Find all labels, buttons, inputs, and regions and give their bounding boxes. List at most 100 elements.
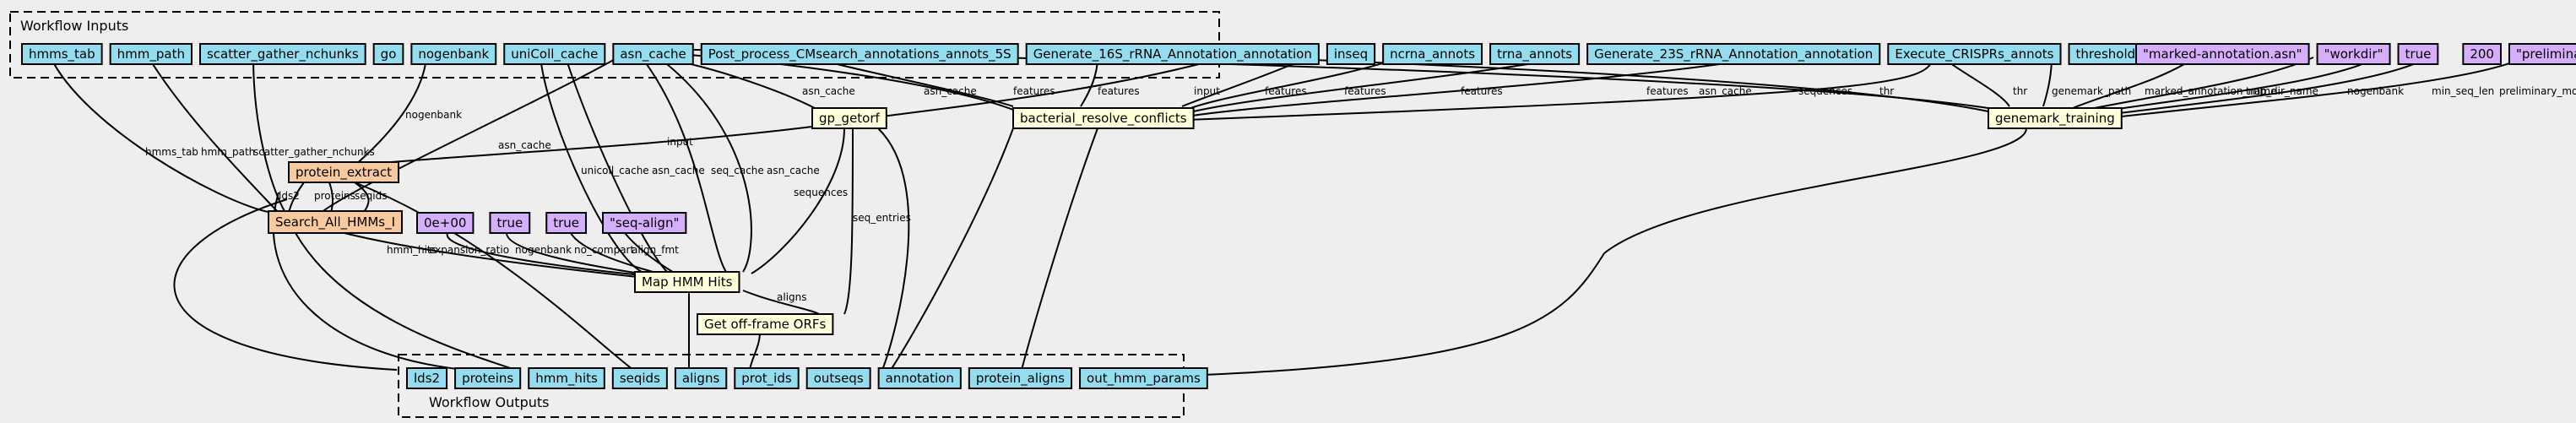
edge-label-marked: marked_annotation_name (2145, 85, 2276, 97)
output-lds2[interactable]: lds2 (406, 367, 448, 389)
input-go-label: go (381, 46, 397, 62)
edge-inseq-getorf (881, 57, 1225, 117)
edge-label-hmm-path: hmm_path (201, 146, 255, 158)
edge-label-expansion: expansion_ratio (429, 244, 509, 256)
constant-true-mid-1[interactable]: true (489, 212, 531, 234)
output-aligns[interactable]: aligns (674, 367, 728, 389)
constant-seq-align-mid-3[interactable]: "seq-align" (602, 212, 687, 234)
edge-label-lds2-a: lds2 (279, 190, 300, 202)
cluster-workflow-inputs: Workflow Inputs (9, 11, 1220, 79)
edge-label-asn-search: asn_cache (498, 139, 551, 151)
edge-label-asn-gm: asn_cache (1699, 85, 1752, 97)
constant-marked-annotation-asn-0[interactable]: "marked-annotation.asn" (2135, 43, 2310, 65)
output-seqids-label: seqids (620, 371, 660, 386)
constant-0e-00-mid-0[interactable]: 0e+00 (416, 212, 475, 234)
edge-label-prelim: preliminary_models_name (2499, 85, 2576, 97)
input-generate-23s-rrna-annotation-annotation-label: Generate_23S_rRNA_Annotation_annotation (1594, 46, 1873, 62)
edge-to-outseqs (877, 127, 910, 371)
output-outseqs[interactable]: outseqs (805, 367, 871, 389)
output-seqids[interactable]: seqids (611, 367, 668, 389)
edge-inseq-gm (1247, 57, 1989, 112)
output-hmm-hits[interactable]: hmm_hits (528, 367, 605, 389)
step-genemark-training[interactable]: genemark_training (1988, 107, 2123, 129)
input-go[interactable]: go (372, 43, 404, 65)
edge-label-protein-input: input (667, 136, 693, 148)
output-prot-ids[interactable]: prot_ids (734, 367, 800, 389)
input-post-process-cmsearch-annotations-annots-5s[interactable]: Post_process_CMsearch_annotations_annots… (700, 43, 1019, 65)
constant-seq-align-mid-3-label: "seq-align" (610, 215, 679, 230)
input-scatter-gather-nchunks[interactable]: scatter_gather_nchunks (198, 43, 366, 65)
input-unicoll-cache[interactable]: uniColl_cache (503, 43, 606, 65)
input-ncrna-annots-label: ncrna_annots (1390, 46, 1475, 62)
constant-true-2-label: true (2405, 46, 2432, 62)
input-inseq-label: inseq (1334, 46, 1368, 62)
constant-true-mid-2[interactable]: true (545, 212, 588, 234)
constant-workdir-1-label: "workdir" (2324, 46, 2383, 62)
input-hmm-path[interactable]: hmm_path (109, 43, 193, 65)
edge-label-features1: features (1013, 85, 1055, 97)
edge-asn-map2 (641, 57, 727, 273)
edge-label-asn-map1: asn_cache (652, 165, 705, 176)
edge-200-gm (2076, 57, 2429, 119)
input-execute-crisprs-annots[interactable]: Execute_CRISPRs_annots (1887, 43, 2062, 65)
output-out-hmm-params[interactable]: out_hmm_params (1079, 367, 1208, 389)
edge-label-thr2: thr (2013, 85, 2027, 97)
constant-preliminary-models-asn-4-label: "preliminary-models.asn" (2516, 46, 2576, 62)
cluster-inputs-label: Workflow Inputs (20, 18, 128, 34)
edge-label-seq-entries: seq_entries (853, 212, 911, 224)
input-generate-23s-rrna-annotation-annotation[interactable]: Generate_23S_rRNA_Annotation_annotation (1586, 43, 1881, 65)
input-asn-cache[interactable]: asn_cache (612, 43, 694, 65)
constant-preliminary-models-asn-4[interactable]: "preliminary-models.asn" (2508, 43, 2576, 65)
edge-label-nogenbank: nogenbank (405, 109, 462, 121)
output-annotation-label: annotation (886, 371, 954, 386)
output-annotation[interactable]: annotation (877, 367, 962, 389)
edge-label-features6: features (1646, 85, 1689, 97)
edge-label-sequences2: sequences (794, 187, 848, 198)
output-aligns-label: aligns (682, 371, 720, 386)
step-gp-getorf-label: gp_getorf (819, 111, 881, 127)
step-get-off-frame-orfs-label: Get off-frame ORFs (704, 317, 827, 332)
edge-label-seqids-a: seqids (355, 190, 387, 202)
edge-thr-brc (1185, 57, 1934, 121)
step-protein-extract[interactable]: protein_extract (288, 161, 400, 183)
constant-workdir-1[interactable]: "workdir" (2316, 43, 2391, 65)
step-map-hmm-hits[interactable]: Map HMM Hits (634, 271, 740, 293)
input-generate-16s-rrna-annotation-annotation[interactable]: Generate_16S_rRNA_Annotation_annotation (1025, 43, 1320, 65)
output-proteins[interactable]: proteins (454, 367, 522, 389)
output-hmm-hits-label: hmm_hits (535, 371, 598, 387)
output-protein-aligns-label: protein_aligns (976, 371, 1065, 387)
edge-to-hmm-hits (295, 232, 516, 371)
edge-label-features2: features (1098, 85, 1140, 97)
edge-label-thr1: thr (1879, 85, 1894, 97)
edge-label-proteins-a: proteins (314, 190, 355, 202)
edge-to-seqids (354, 182, 634, 371)
input-trna-annots[interactable]: trna_annots (1489, 43, 1581, 65)
output-prot-ids-label: prot_ids (741, 371, 792, 387)
step-search-all-hmms[interactable]: Search_All_HMMs_I (268, 210, 404, 234)
step-gp-getorf[interactable]: gp_getorf (811, 107, 887, 129)
edge-label-nogenbank2: nogenbank (2347, 85, 2404, 97)
edge-23s-brc (1185, 57, 1571, 114)
step-genemark-training-label: genemark_training (1995, 111, 2115, 127)
step-get-off-frame-orfs[interactable]: Get off-frame ORFs (697, 313, 834, 335)
edge-asn-search (320, 57, 619, 214)
input-execute-crisprs-annots-label: Execute_CRISPRs_annots (1895, 46, 2053, 62)
input-ncrna-annots[interactable]: ncrna_annots (1382, 43, 1483, 65)
output-proteins-label: proteins (462, 371, 513, 386)
input-post-process-cmsearch-annotations-annots-5s-label: Post_process_CMsearch_annotations_annots… (708, 46, 1011, 62)
input-scatter-gather-nchunks-label: scatter_gather_nchunks (207, 46, 359, 62)
edge-hmm-path (148, 57, 279, 214)
input-hmms-tab[interactable]: hmms_tab (21, 43, 103, 65)
constant-true-2[interactable]: true (2397, 43, 2439, 65)
input-inseq[interactable]: inseq (1326, 43, 1376, 65)
input-nogenbank[interactable]: nogenbank (410, 43, 497, 65)
input-unicoll-cache-label: uniColl_cache (511, 46, 598, 62)
edge-prelim-gm (2076, 57, 2525, 122)
nodes: hmms_tab hmm_path scatter_gather_nchunks go… (21, 43, 2576, 389)
edge-getorf-offframe (843, 127, 854, 315)
constant-marked-annotation-asn-0-label: "marked-annotation.asn" (2143, 46, 2302, 62)
output-protein-aligns[interactable]: protein_aligns (968, 367, 1073, 389)
step-bacterial-resolve-conflicts[interactable]: bacterial_resolve_conflicts (1012, 107, 1195, 129)
constant-200-3[interactable]: 200 (2462, 43, 2502, 65)
